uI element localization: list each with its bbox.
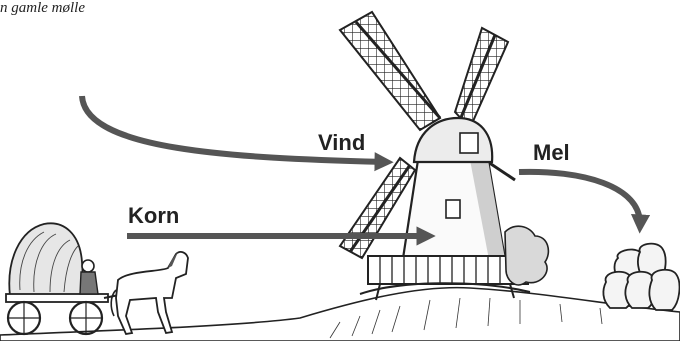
flour-arrow: [518, 168, 651, 234]
label-grain: Korn: [128, 203, 179, 228]
windmill-gallery: [367, 255, 529, 285]
cap-window: [459, 132, 479, 154]
windmill-sails: [338, 10, 516, 260]
flour-sacks: [602, 242, 680, 311]
hay-cart: [5, 222, 135, 336]
cart-bed: [5, 293, 109, 303]
wind-arrow: [79, 95, 394, 172]
windmill: [338, 10, 550, 301]
caption: n gamle mølle: [0, 0, 85, 16]
flow-arrows: [79, 95, 651, 246]
tower-window: [445, 199, 461, 219]
bush: [504, 225, 550, 286]
hay-load: [8, 222, 85, 297]
driver-body: [79, 271, 99, 295]
label-flour: Mel: [533, 140, 570, 165]
horse: [110, 251, 189, 336]
ground-hatching: [329, 297, 603, 339]
tower-shading: [470, 160, 506, 265]
driver-head: [81, 259, 95, 273]
label-wind: Vind: [318, 130, 365, 155]
